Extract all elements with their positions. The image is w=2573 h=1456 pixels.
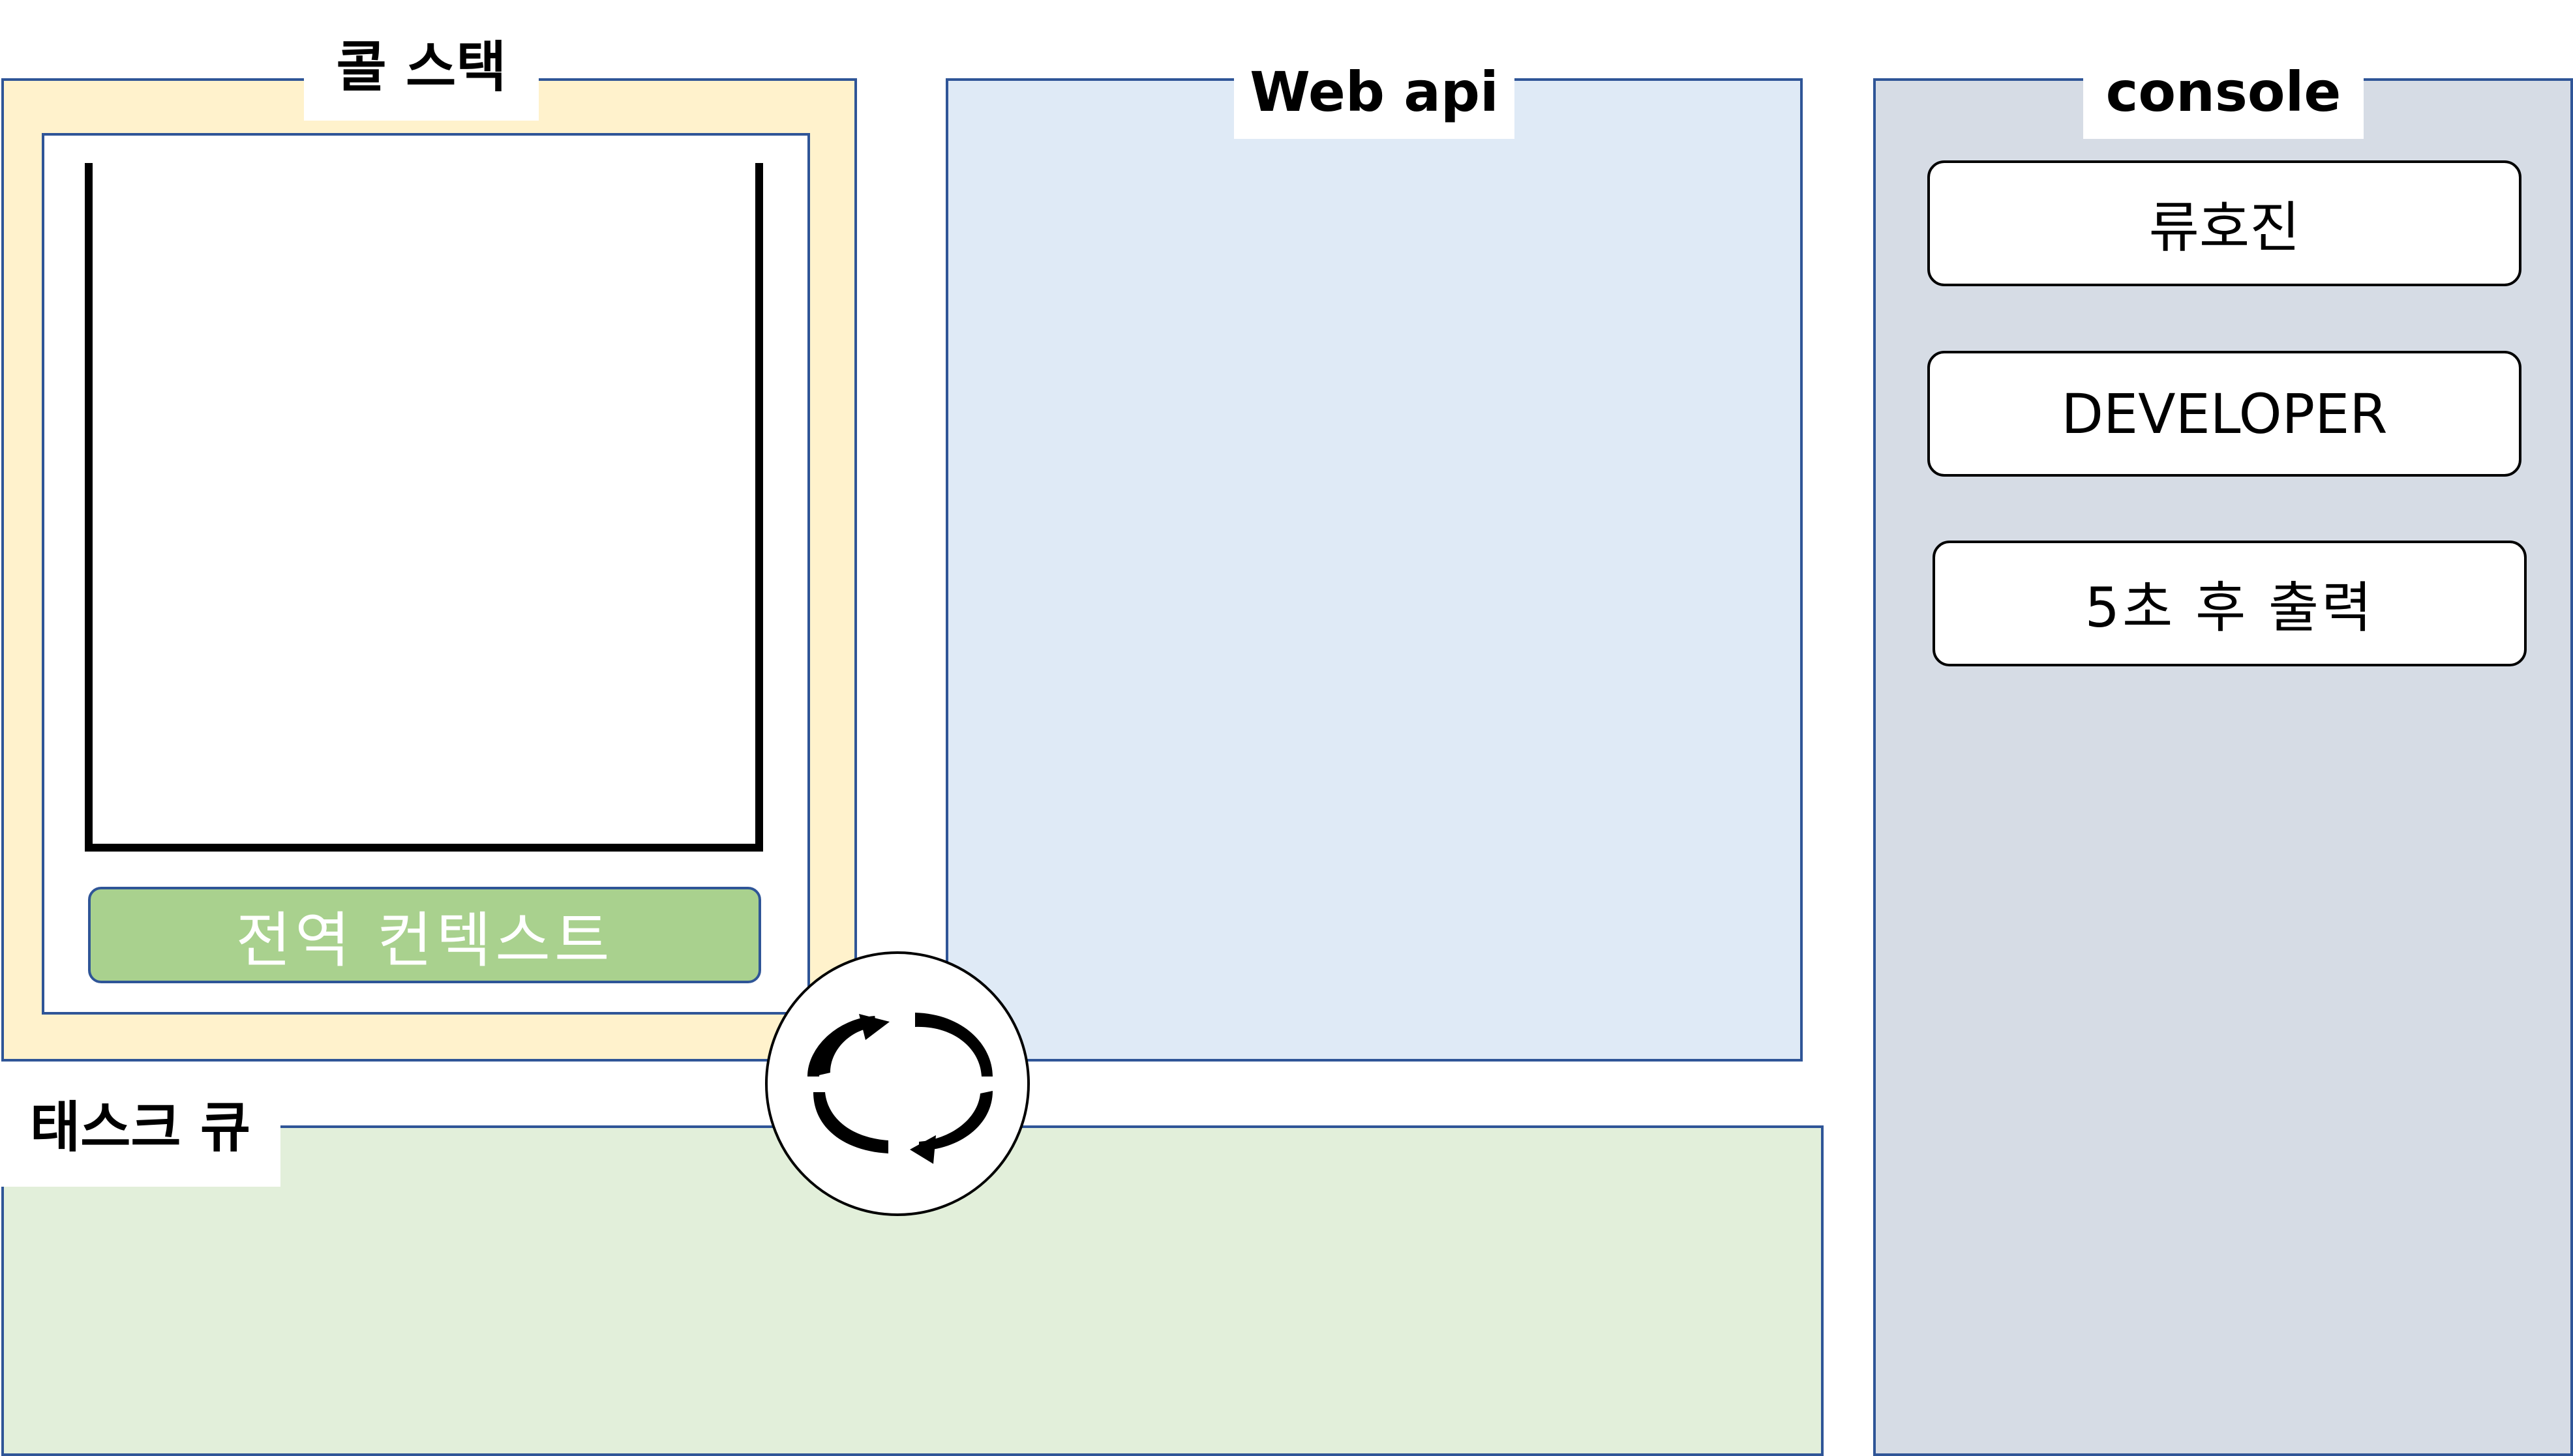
console-panel xyxy=(1873,78,2573,1456)
call-stack-title: 콜 스택 xyxy=(304,13,539,121)
stack-container xyxy=(85,163,763,852)
web-api-title: Web api xyxy=(1234,44,1514,139)
task-queue-title: 태스크 큐 xyxy=(0,1068,280,1187)
console-output-2: DEVELOPER xyxy=(1927,351,2521,477)
console-output-1: 류호진 xyxy=(1927,160,2521,286)
global-context-label: 전역 컨텍스트 xyxy=(235,905,614,975)
console-title: console xyxy=(2083,44,2364,139)
web-api-panel xyxy=(946,78,1803,1062)
global-context-frame: 전역 컨텍스트 xyxy=(88,887,761,983)
console-output-3: 5초 후 출력 xyxy=(1933,541,2527,666)
call-stack-inner-box: 전역 컨텍스트 xyxy=(42,133,810,1015)
event-loop xyxy=(765,951,1030,1216)
call-stack-panel: 전역 컨텍스트 xyxy=(1,78,857,1062)
refresh-cycle-icon xyxy=(807,1013,993,1164)
